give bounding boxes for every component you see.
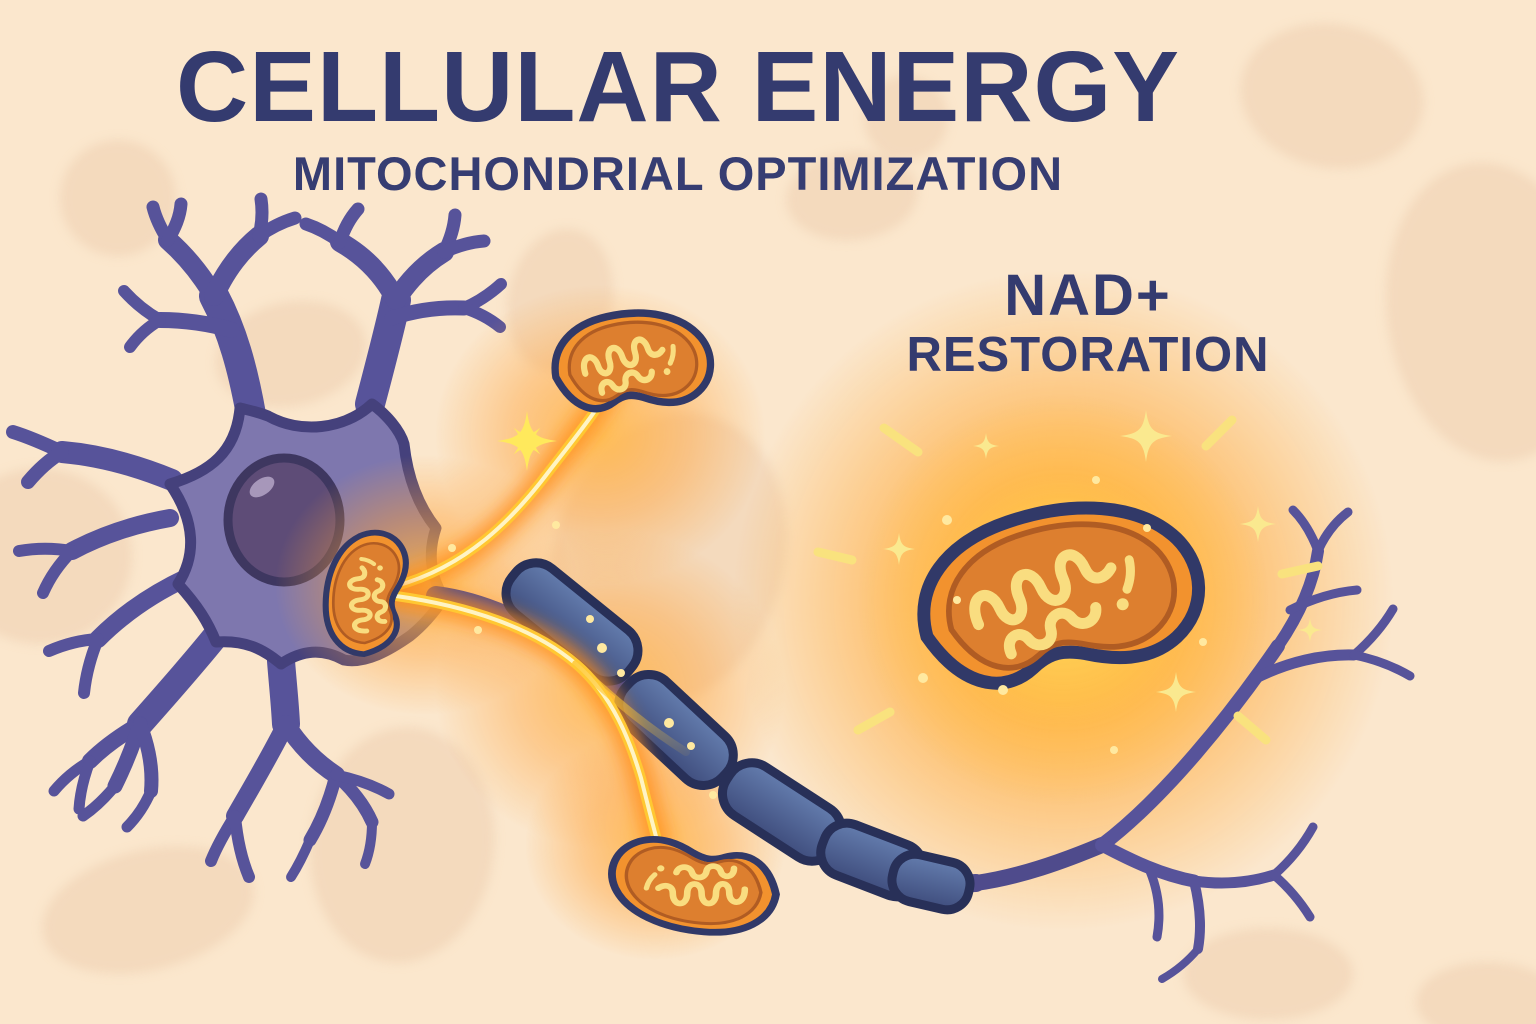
axon-terminals [1095, 505, 1415, 983]
neuron-dendrites [6, 192, 507, 883]
energy-dots [448, 476, 1207, 799]
glow-rays [813, 415, 1323, 745]
energy-stream-along-axon [383, 583, 690, 853]
myelin-segment [887, 849, 975, 915]
myelin-segment [614, 670, 738, 790]
